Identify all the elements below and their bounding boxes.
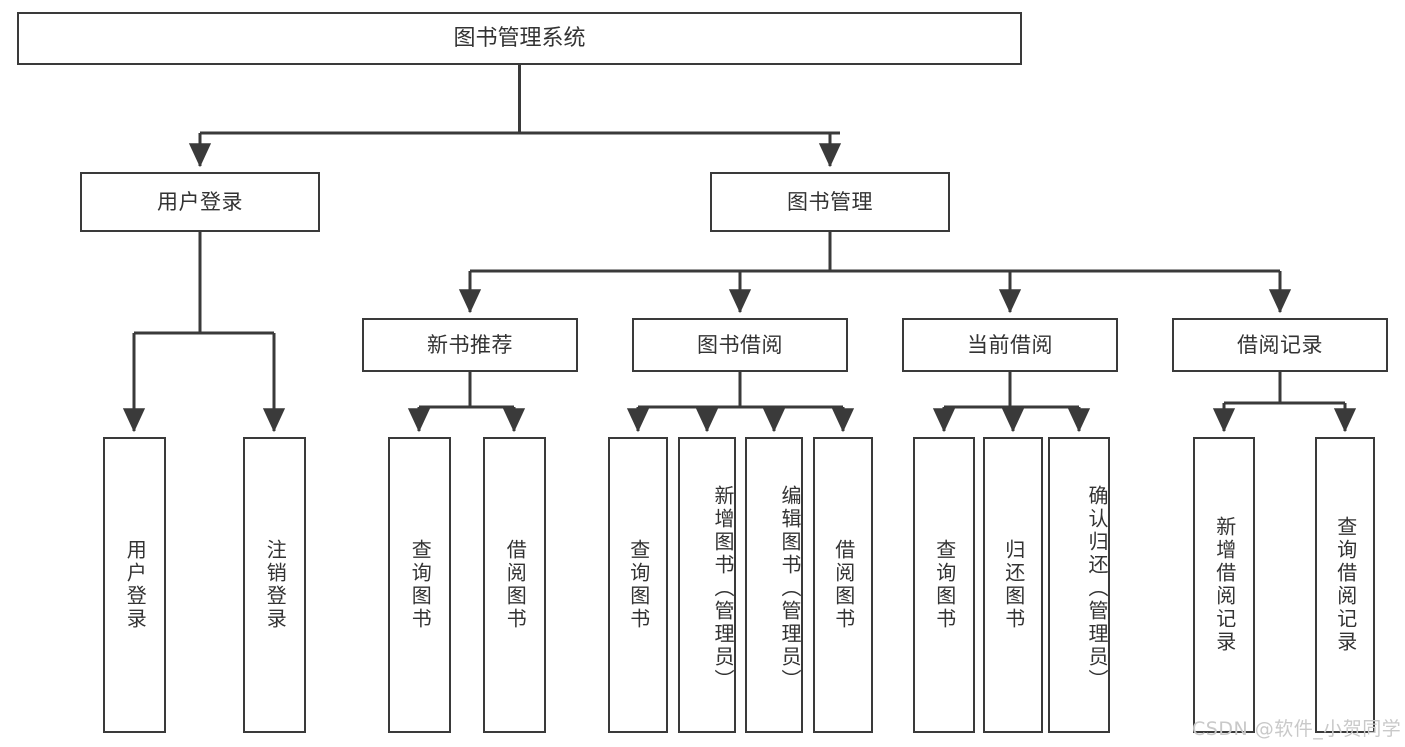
node-book-borrow[interactable]: 图书借阅 (632, 318, 848, 372)
node-new-book-rec[interactable]: 新书推荐 (362, 318, 578, 372)
node-leaf-confirm-return-label: 确认归还（管理员） (1085, 484, 1109, 692)
node-leaf-borrow-book[interactable]: 借阅图书 (813, 437, 873, 733)
node-leaf-query-book-label: 查询图书 (626, 539, 651, 631)
node-current-borrow-label: 当前借阅 (967, 332, 1053, 357)
node-borrow-record-label: 借阅记录 (1237, 332, 1323, 357)
node-leaf-borrow-book-rec[interactable]: 借阅图书 (483, 437, 546, 733)
node-leaf-user-login-label: 用户登录 (123, 539, 148, 631)
node-leaf-borrow-book-label: 借阅图书 (831, 539, 856, 631)
watermark: CSDN @软件_小贺同学 (1192, 718, 1402, 740)
node-leaf-query-book-rec-label: 查询图书 (408, 539, 433, 631)
node-book-borrow-label: 图书借阅 (697, 332, 783, 357)
node-leaf-logout[interactable]: 注销登录 (243, 437, 306, 733)
node-book-manage-label: 图书管理 (787, 189, 873, 214)
node-user-login-label: 用户登录 (157, 189, 243, 214)
node-new-book-rec-label: 新书推荐 (427, 332, 513, 357)
node-leaf-confirm-return[interactable]: 确认归还（管理员） (1048, 437, 1110, 733)
node-borrow-record[interactable]: 借阅记录 (1172, 318, 1388, 372)
node-leaf-add-book[interactable]: 新增图书（管理员） (678, 437, 736, 733)
node-user-login[interactable]: 用户登录 (80, 172, 320, 232)
node-leaf-add-book-label: 新增图书（管理员） (711, 484, 735, 692)
node-leaf-edit-book[interactable]: 编辑图书（管理员） (745, 437, 803, 733)
node-leaf-return-book[interactable]: 归还图书 (983, 437, 1043, 733)
node-leaf-return-book-label: 归还图书 (1001, 539, 1026, 631)
node-leaf-borrow-book-rec-label: 借阅图书 (503, 539, 528, 631)
node-leaf-user-login[interactable]: 用户登录 (103, 437, 166, 733)
node-leaf-query-record[interactable]: 查询借阅记录 (1315, 437, 1375, 733)
node-current-borrow[interactable]: 当前借阅 (902, 318, 1118, 372)
node-root-label: 图书管理系统 (453, 25, 586, 51)
node-leaf-query-book-rec[interactable]: 查询图书 (388, 437, 451, 733)
node-leaf-query-record-label: 查询借阅记录 (1333, 516, 1358, 654)
node-leaf-logout-label: 注销登录 (263, 539, 288, 631)
node-leaf-query-book-cur-label: 查询图书 (932, 539, 957, 631)
node-leaf-edit-book-label: 编辑图书（管理员） (778, 484, 802, 692)
node-root[interactable]: 图书管理系统 (17, 12, 1022, 65)
node-book-manage[interactable]: 图书管理 (710, 172, 950, 232)
node-leaf-add-record[interactable]: 新增借阅记录 (1193, 437, 1255, 733)
node-leaf-query-book-cur[interactable]: 查询图书 (913, 437, 975, 733)
node-leaf-add-record-label: 新增借阅记录 (1212, 516, 1237, 654)
node-leaf-query-book[interactable]: 查询图书 (608, 437, 668, 733)
